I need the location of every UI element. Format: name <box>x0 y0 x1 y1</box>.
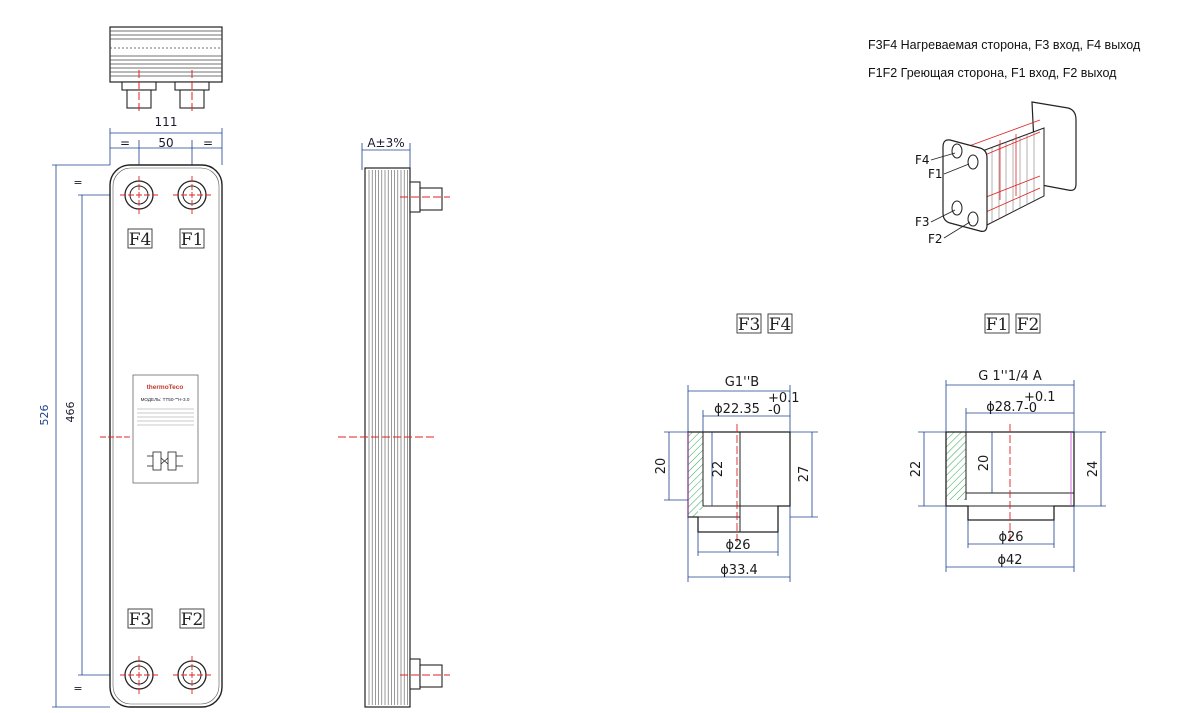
nameplate-diagram <box>147 451 183 471</box>
iso-label-f4: F4 <box>915 153 930 167</box>
detail-f1f2-bore: ϕ28.7 <box>986 400 1024 415</box>
top-view <box>109 26 223 112</box>
detail-f1f2-d-outer: ϕ42 <box>997 553 1022 568</box>
iso-label-f1: F1 <box>928 167 943 181</box>
iso-ports <box>951 143 979 227</box>
detail-f3f4-h-right: 27 <box>797 466 812 483</box>
dim-eq-left: = <box>120 136 130 150</box>
port-label-f1: F1 <box>181 230 204 250</box>
iso-label-f3: F3 <box>915 215 930 229</box>
top-view-plates <box>110 30 222 77</box>
nameplate: thermoTeco МОДЕЛЬ: TT50-""H-3.0 <box>132 374 199 484</box>
port-labels: F4 F1 F3 F2 <box>127 228 205 630</box>
detail-f1f2-tol-minus: -0 <box>1024 401 1037 416</box>
detail-f3f4-h-left: 20 <box>654 458 669 475</box>
side-dimension <box>361 143 411 170</box>
detail-f3f4: F3 F4 G1''B ϕ22.35 +0.1 <box>654 313 818 582</box>
port-centerlines <box>100 176 211 694</box>
detail-f1f2-dims <box>918 380 1106 572</box>
detail-f3f4-hatch <box>688 432 703 517</box>
side-plates <box>368 170 408 705</box>
iso-front-plate <box>942 139 988 232</box>
detail-f1f2-tol-plus: +0.1 <box>1024 390 1056 405</box>
dim-width-total: 111 <box>155 115 178 129</box>
top-view-nozzles <box>121 81 210 109</box>
detail-f1f2-title-f1: F1 <box>986 315 1009 335</box>
detail-f1f2-inner <box>965 432 1074 507</box>
detail-f1f2-hatch <box>946 432 966 500</box>
nameplate-rows <box>137 408 194 426</box>
detail-f1f2-h-right: 24 <box>1086 461 1101 478</box>
iso-view: F4 F1 F3 F2 <box>915 101 1077 246</box>
dim-port-center-distance: 466 <box>64 402 77 423</box>
legend-heated-side: F3F4 Нагреваемая сторона, F3 вход, F4 вы… <box>868 38 1141 52</box>
dim-port-spacing: 50 <box>158 136 173 150</box>
detail-f1f2: F1 F2 G 1''1/4 A ϕ28.7 +0.1 <box>909 313 1106 572</box>
legend-heating-side: F1F2 Греющая сторона, F1 вход, F2 выход <box>868 66 1117 80</box>
iso-label-f2: F2 <box>928 232 943 246</box>
top-view-centerlines <box>138 70 193 112</box>
iso-leaders <box>930 152 971 239</box>
port-label-f2: F2 <box>181 610 204 630</box>
port-label-f3: F3 <box>129 610 152 630</box>
side-centerlines <box>338 196 450 676</box>
side-body <box>364 167 411 708</box>
dim-height-total: 526 <box>38 405 51 426</box>
detail-f3f4-title-f4: F4 <box>769 315 792 335</box>
detail-f3f4-tol-minus: -0 <box>768 403 781 418</box>
dim-thickness: A±3% <box>367 136 404 150</box>
port-label-f4: F4 <box>129 230 152 250</box>
dim-eq-top: = <box>73 176 82 189</box>
detail-f3f4-bore: ϕ22.35 <box>714 402 760 417</box>
plate-inner-edge <box>112 167 220 705</box>
dim-eq-right: = <box>203 136 213 150</box>
detail-f1f2-h-left: 22 <box>909 461 924 478</box>
nameplate-model: МОДЕЛЬ: TT50-""H-3.0 <box>141 397 190 402</box>
nameplate-brand: thermoTeco <box>147 384 184 391</box>
detail-f3f4-inner <box>698 432 790 532</box>
detail-f3f4-dims <box>664 385 818 582</box>
detail-f1f2-title-f2: F2 <box>1017 315 1040 335</box>
top-view-body <box>109 26 223 83</box>
side-nozzles <box>409 181 443 690</box>
detail-f3f4-tol-plus: +0.1 <box>768 391 800 406</box>
detail-f1f2-d-inner: ϕ26 <box>998 530 1023 545</box>
detail-f3f4-d-outer: ϕ33.4 <box>720 563 758 578</box>
detail-f1f2-h-inner: 20 <box>977 455 992 472</box>
detail-f3f4-d-inner: ϕ26 <box>725 538 750 553</box>
front-view: 111 50 = = = = 526 466 <box>38 115 223 708</box>
dim-eq-bottom: = <box>73 682 82 695</box>
detail-f1f2-thread: G 1''1/4 A <box>978 369 1042 384</box>
detail-f3f4-thread: G1''B <box>725 375 759 390</box>
detail-f3f4-h-inner: 22 <box>711 461 726 478</box>
side-view: A±3% <box>338 136 450 708</box>
detail-f3f4-title-f3: F3 <box>738 315 761 335</box>
